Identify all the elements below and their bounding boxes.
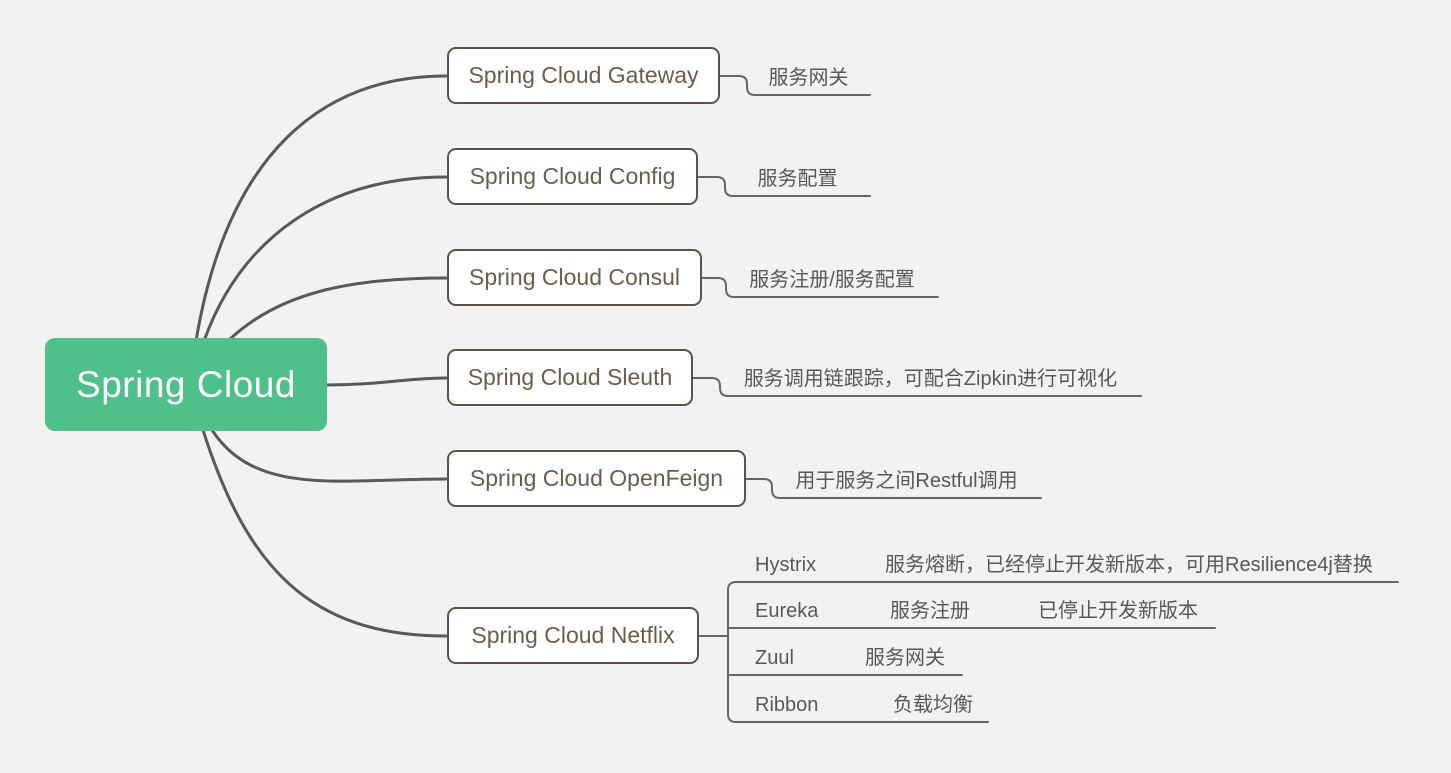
- branch-netflix[interactable]: Spring Cloud Netflix: [447, 607, 699, 664]
- branch-sleuth[interactable]: Spring Cloud Sleuth: [447, 349, 693, 406]
- branch-config[interactable]: Spring Cloud Config: [447, 148, 698, 205]
- branch-gateway[interactable]: Spring Cloud Gateway: [447, 47, 720, 104]
- leaf-gateway-note[interactable]: 服务网关: [768, 67, 849, 89]
- root-topic[interactable]: Spring Cloud: [45, 338, 327, 431]
- netflix-child-zuul-note[interactable]: 服务网关: [865, 647, 945, 669]
- leaf-consul-note[interactable]: 服务注册/服务配置: [749, 269, 915, 291]
- leaf-config-note[interactable]: 服务配置: [757, 168, 838, 190]
- netflix-child-eureka-note[interactable]: 服务注册: [890, 600, 970, 622]
- netflix-child-ribbon[interactable]: Ribbon: [755, 694, 819, 716]
- netflix-child-eureka[interactable]: Eureka: [755, 600, 819, 622]
- netflix-child-ribbon-note[interactable]: 负载均衡: [893, 694, 973, 716]
- branch-consul[interactable]: Spring Cloud Consul: [447, 249, 702, 306]
- leaf-openfeign-note[interactable]: 用于服务之间Restful调用: [795, 470, 1018, 492]
- netflix-child-eureka-subnote[interactable]: 已停止开发新版本: [1038, 600, 1198, 622]
- leaf-sleuth-note[interactable]: 服务调用链跟踪，可配合Zipkin进行可视化: [743, 368, 1118, 390]
- branch-openfeign[interactable]: Spring Cloud OpenFeign: [447, 450, 746, 507]
- netflix-child-hystrix-note[interactable]: 服务熔断，已经停止开发新版本，可用Resilience4j替换: [885, 554, 1373, 576]
- netflix-child-zuul[interactable]: Zuul: [755, 647, 794, 669]
- netflix-child-hystrix[interactable]: Hystrix: [755, 554, 817, 576]
